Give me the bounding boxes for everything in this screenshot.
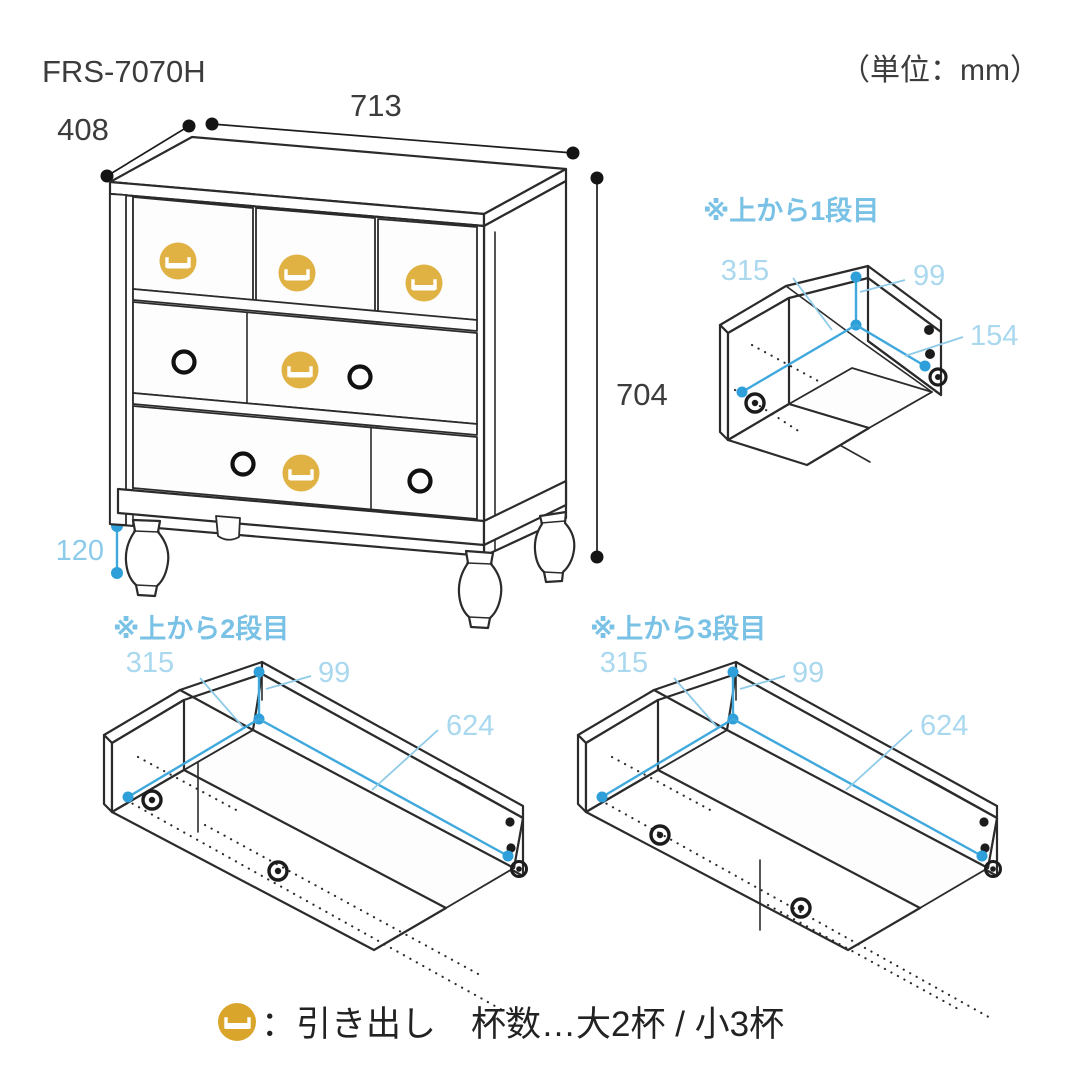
legend-text: ：引き出し 杯数…大2杯 / 小3杯 — [261, 1005, 784, 1044]
dimension-leg-120: 120 — [56, 520, 123, 579]
drawer-view-3-depth-label: 624 — [920, 710, 968, 742]
drawer-pull-icon — [282, 454, 320, 492]
legend: ：引き出し 杯数…大2杯 / 小3杯 — [218, 1003, 784, 1044]
unit-note: （単位：mm） — [840, 54, 1040, 87]
drawer-view-2-width-label: 315 — [126, 647, 174, 679]
knob-icon — [790, 897, 812, 919]
drawer-view-3: ※上から3段目 315 99 — [576, 614, 1002, 1022]
dimension-leg-label: 120 — [56, 535, 104, 567]
knob-icon — [649, 824, 671, 846]
knob-icon — [347, 364, 373, 390]
knob-group — [171, 349, 433, 494]
dimension-width-713: 713 — [205, 88, 580, 160]
drawer-view-2-heading: ※上から2段目 — [113, 614, 289, 644]
knob-icon — [407, 468, 433, 494]
drawer-icon-group — [159, 242, 443, 492]
drawer-pull-icon — [159, 242, 197, 280]
drawer-view-3-height-label: 99 — [792, 657, 824, 689]
drawer-pull-icon — [281, 351, 319, 389]
knob-icon — [230, 451, 256, 477]
drawer-pull-icon — [278, 254, 316, 292]
drawer-view-2-depth-label: 624 — [446, 710, 494, 742]
chest-legs — [124, 510, 576, 630]
dimension-width-label: 713 — [350, 88, 402, 123]
page-title: FRS-7070H — [42, 54, 206, 89]
dimension-height-label: 704 — [616, 377, 668, 412]
drawer-view-3-width-label: 315 — [600, 647, 648, 679]
drawer-pull-icon — [405, 264, 443, 302]
drawer-view-1-depth-label: 154 — [970, 320, 1018, 352]
dimension-height-704: 704 — [590, 171, 668, 564]
drawer-view-1: ※上から1段目 — [703, 196, 1018, 467]
knob-icon — [744, 392, 766, 414]
main-chest-drawing: 713 408 704 120 — [56, 88, 668, 630]
drawer-view-2-height-label: 99 — [318, 657, 350, 689]
drawer-view-2: ※上から2段目 — [102, 614, 528, 1022]
dimension-depth-label: 408 — [57, 112, 109, 147]
knob-icon — [171, 349, 197, 375]
drawer-view-1-heading: ※上から1段目 — [703, 196, 879, 226]
dimension-depth-408: 408 — [57, 112, 196, 183]
drawer-view-1-width-label: 315 — [721, 255, 769, 287]
drawer-view-1-height-label: 99 — [913, 260, 945, 292]
drawer-pull-icon — [218, 1003, 256, 1041]
knob-icon — [267, 860, 289, 882]
drawer-view-3-heading: ※上から3段目 — [590, 614, 766, 644]
knob-icon — [141, 789, 163, 811]
